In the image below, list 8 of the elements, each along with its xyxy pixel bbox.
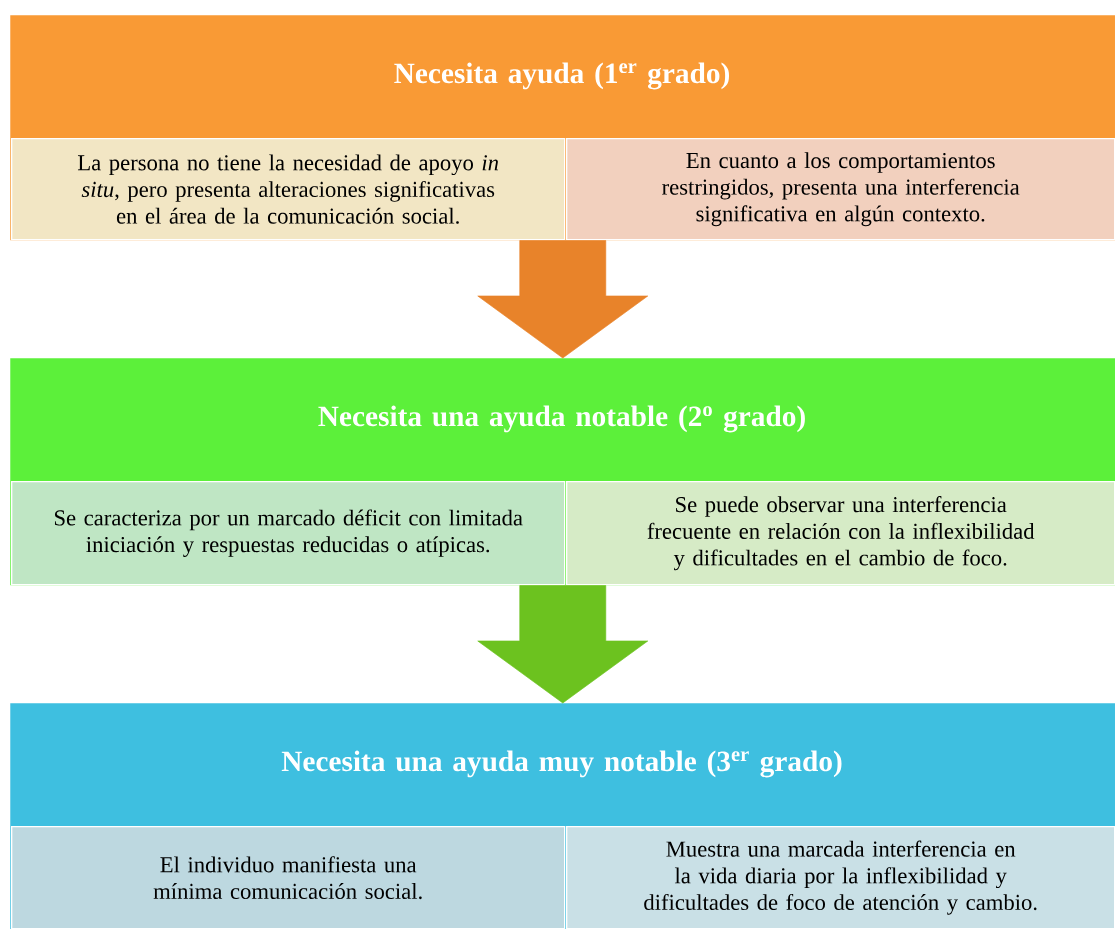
text-cell: Se puede observar una interferencia frecuente en relación con la inflexibilidad y dificultades en el cambio de foco. xyxy=(566,481,1115,586)
text-cell: Muestra una marcada interferencia en la vida diaria por la inflexibilidad y dificultades de foco de atención y cambio. xyxy=(566,826,1115,929)
block-arrow xyxy=(477,240,649,359)
text-cell: En cuanto a los comportamientos restringidos, presenta una interferencia significativa en algún contexto. xyxy=(566,138,1115,241)
block-arrow xyxy=(477,585,649,704)
text-cell: Se caracteriza por un marcado déficit con limitada iniciación y respuestas reducidas o atípicas. xyxy=(11,481,566,586)
text-cell: La persona no tiene la necesidad de apoyo in situ, pero presenta alteraciones significativas en el área de la comunicación social. xyxy=(11,138,566,241)
text-cell: El individuo manifiesta una mínima comunicación social. xyxy=(11,826,566,929)
